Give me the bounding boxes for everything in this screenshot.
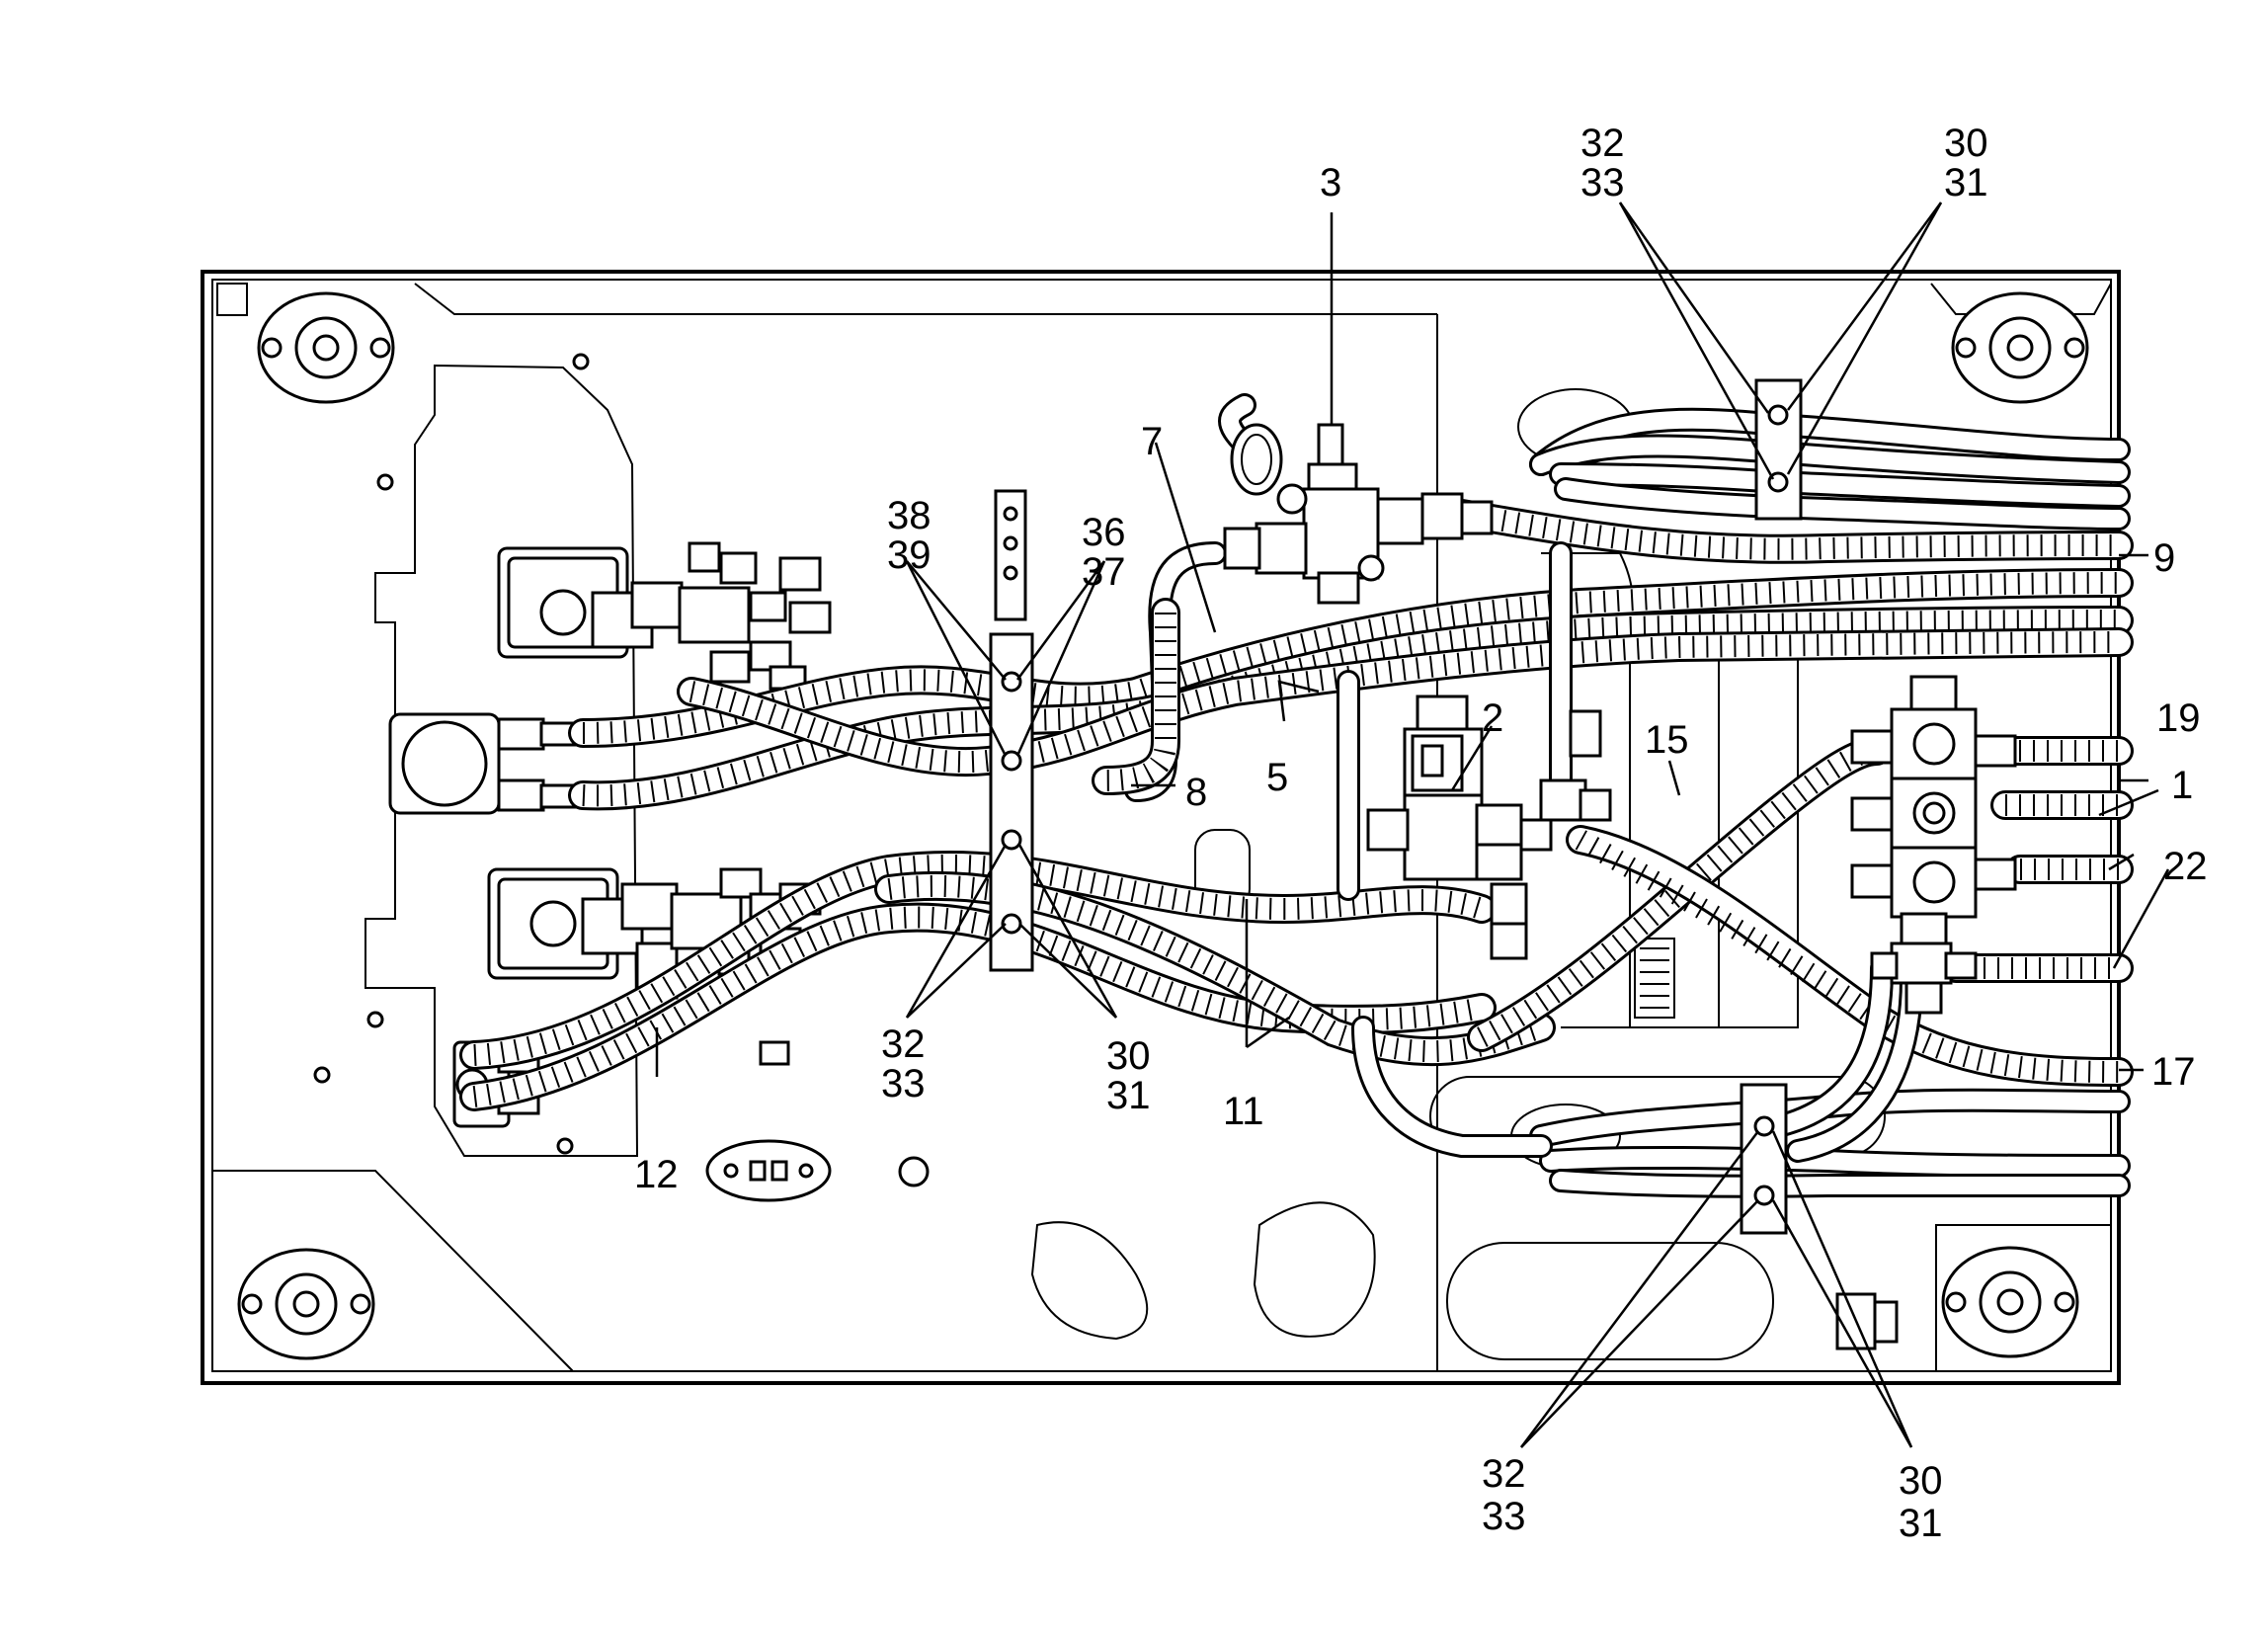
callout-3: 3 [1320,161,1341,204]
callout-7: 7 [1141,420,1163,463]
callout-9: 9 [2153,536,2175,580]
callout-mid-clamp-37: 37 [1082,550,1126,594]
callout-low-clamp-30: 30 [1106,1034,1151,1078]
callout-5: 5 [1266,756,1288,799]
hose-bundle-upper [568,499,2134,811]
pressure-valve-3 [1223,423,1494,605]
corner-mount-top-left [257,291,395,404]
vertical-hose-8 [1092,598,1180,795]
callout-19: 19 [2156,696,2201,740]
callout-bot-clamp-32: 32 [1482,1452,1526,1496]
callout-mid-clamp-39: 39 [887,533,932,577]
callout-mid-clamp-38: 38 [887,494,932,537]
callout-top-clamp-30: 30 [1944,122,1988,165]
corner-mount-bottom-left [237,1248,375,1360]
callout-top-clamp-31: 31 [1944,161,1988,204]
right-manifold-1 [1850,675,2017,1015]
callout-22: 22 [2163,845,2208,888]
callout-15: 15 [1645,718,1689,762]
leader-lines [655,202,2170,1448]
hose-right-short [1941,736,2134,983]
callout-11: 11 [1223,1090,1264,1133]
callout-top-clamp-32: 32 [1580,122,1625,165]
callout-low-clamp-33: 33 [881,1062,926,1105]
left-sub-plate [313,353,639,1157]
corner-mount-top-right [1951,291,2089,404]
upper-solenoid-valve [497,541,832,691]
vent-grid [1634,938,1675,1019]
callout-top-clamp-33: 33 [1580,161,1625,204]
callout-low-clamp-31: 31 [1106,1074,1151,1117]
callout-12: 12 [634,1153,679,1196]
callout-mid-clamp-36: 36 [1082,511,1126,554]
callout-17: 17 [2151,1050,2196,1094]
callout-8: 8 [1185,771,1207,814]
callout-2: 2 [1482,696,1503,740]
callout-labels: 3 7 8 9 2 15 5 19 1 22 17 11 12 32 33 30… [634,122,2208,1545]
callout-low-clamp-32: 32 [881,1022,926,1066]
callout-bot-clamp-31: 31 [1899,1502,1943,1545]
corner-mount-bottom-right [1941,1246,2079,1358]
clamp-bracket-center [989,489,1034,972]
valve-block-2 [1366,695,1612,960]
callout-bot-clamp-33: 33 [1482,1495,1526,1538]
callout-1: 1 [2171,764,2193,807]
callout-bot-clamp-30: 30 [1899,1459,1943,1503]
